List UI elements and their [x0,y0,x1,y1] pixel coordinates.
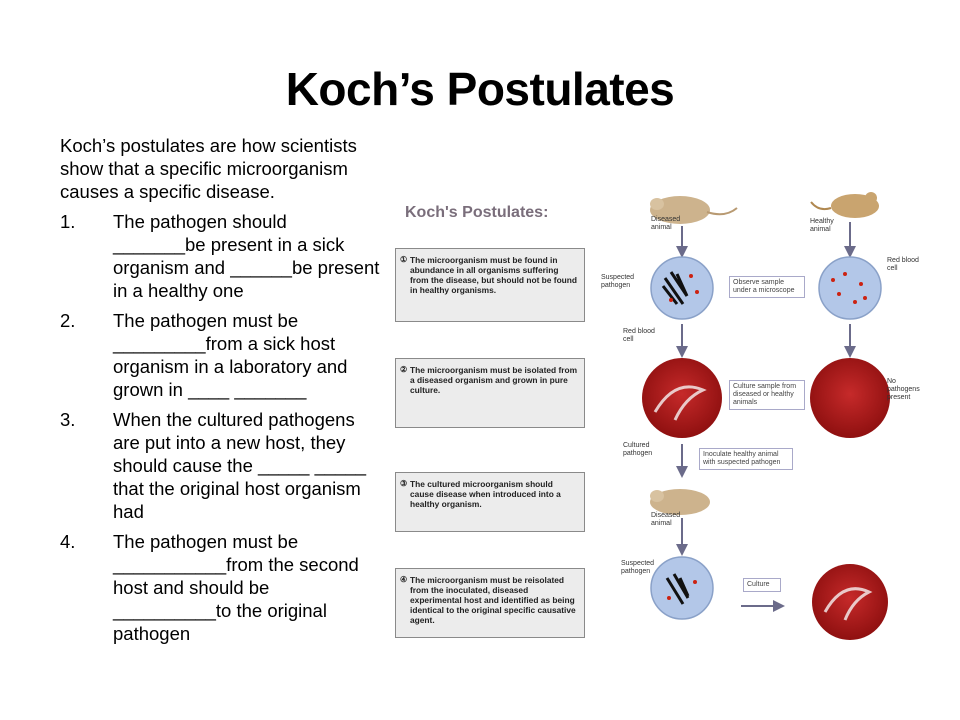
list-item: 4. The pathogen must be ___________from t… [60,530,380,645]
culture-box: Culture [743,578,781,592]
list-item: 1. The pathogen should _______be present … [60,210,380,302]
mouse-healthy-icon [810,192,879,218]
koch-diagram: Koch's Postulates: ① The microorganism m… [395,180,920,640]
inoculate-box: Inoculate healthy animal with suspected … [699,448,793,470]
postulate-list: 1. The pathogen should _______be present … [60,210,380,645]
step-text: The microorganism must be isolated from … [410,365,578,395]
slide-title: Koch’s Postulates [285,63,675,115]
observe-sample-box: Observe sample under a microscope [729,276,805,298]
step-number: ① [400,255,408,264]
intro-text: Koch’s postulates are how scientists sho… [60,135,357,202]
list-text: The pathogen should _______be present in… [113,211,380,301]
diagram-title: Koch's Postulates: [405,204,549,221]
list-number: 4. [60,531,76,552]
list-text: The pathogen must be ___________from the… [113,531,359,644]
dish-healthy-icon [818,256,882,320]
label-suspected-pathogen-2: Suspected pathogen [621,560,655,575]
culture-plate-reisolated-icon [812,564,888,640]
culture-sample-box: Culture sample from diseased or healthy … [729,380,805,410]
list-item: 3. When the cultured pathogens are put in… [60,408,380,523]
mouse-diseased-2-icon [650,489,710,515]
label-diseased-animal-2: Diseased animal [651,512,681,527]
diagram-graphics [642,192,890,640]
step-text: The microorganism must be found in abund… [410,255,578,295]
label-suspected-pathogen: Suspected pathogen [601,274,635,289]
step-text: The cultured microorganism should cause … [410,479,561,509]
label-red-blood-cell: Red blood cell [887,257,919,272]
label-cultured-pathogen: Cultured pathogen [623,442,653,457]
step-text: The microorganism must be reisolated fro… [410,575,576,625]
step-number: ③ [400,479,408,488]
step-number: ② [400,365,408,374]
step-1-box: ① The microorganism must be found in abu… [395,248,585,322]
culture-plate-empty-icon [810,358,890,438]
list-number: 2. [60,310,76,331]
list-number: 3. [60,409,76,430]
label-healthy-animal: Healthy animal [810,218,834,233]
dish-diseased-2-icon [650,556,714,620]
list-number: 1. [60,211,76,232]
mouse-diseased-1-icon [650,196,738,224]
step-2-box: ② The microorganism must be isolated fro… [395,358,585,428]
label-diseased-animal: Diseased animal [651,216,681,231]
slide-body: Koch’s postulates are how scientists sho… [60,134,380,652]
step-4-box: ④ The microorganism must be reisolated f… [395,568,585,638]
dish-diseased-icon [650,256,714,320]
label-red-blood-cell-2: Red blood cell [623,328,655,343]
step-3-box: ③ The cultured microorganism should caus… [395,472,585,532]
step-number: ④ [400,575,408,584]
list-text: When the cultured pathogens are put into… [113,409,367,522]
list-text: The pathogen must be _________from a sic… [113,310,348,400]
culture-plate-pathogen-icon [642,358,722,438]
list-item: 2. The pathogen must be _________from a s… [60,309,380,401]
label-no-pathogens: No pathogens present [887,378,920,401]
